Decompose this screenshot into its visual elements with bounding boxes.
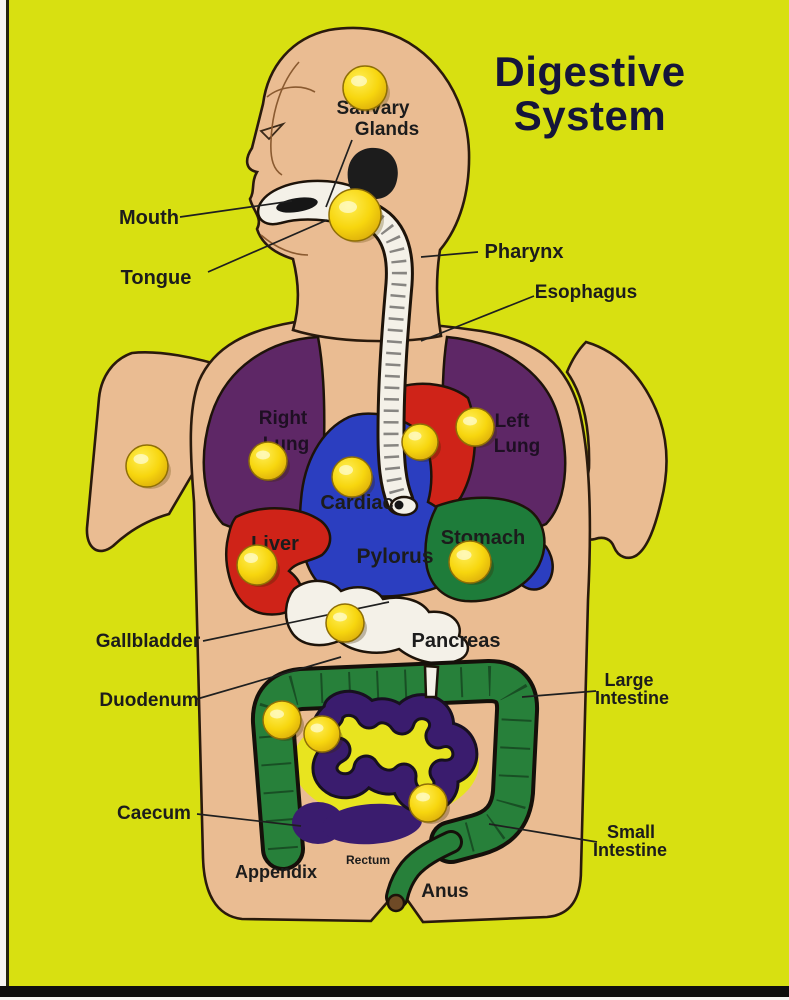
knob-cardiac[interactable] <box>331 456 375 499</box>
label-large-intestine-1: Large <box>604 670 653 690</box>
knob-salivary-glands[interactable] <box>342 65 390 112</box>
board-bottom-edge <box>0 986 789 997</box>
knob-right-lung[interactable] <box>248 441 290 482</box>
pancreatic-duct <box>423 664 440 699</box>
eyebrow-sketch <box>266 86 316 98</box>
leader-lines <box>179 139 598 843</box>
caecum-leader <box>196 813 302 827</box>
salivary-leader <box>325 139 353 208</box>
label-mouth: Mouth <box>119 207 179 229</box>
esophagus-leader <box>420 295 535 342</box>
anus-piece <box>386 893 406 913</box>
label-duodenum: Duodenum <box>99 690 198 711</box>
small-intestine-piece <box>312 692 476 812</box>
label-right-lung-1: Right <box>259 408 308 429</box>
knob-mouth[interactable] <box>328 188 384 243</box>
tongue-leader <box>207 219 328 273</box>
label-left-lung-2: Lung <box>494 436 540 457</box>
cardia-dot <box>394 500 404 510</box>
label-appendix: Appendix <box>235 862 317 882</box>
knob-heart[interactable] <box>401 423 441 462</box>
knob-liver[interactable] <box>236 544 280 587</box>
pancreas-duodenum-piece <box>284 579 470 665</box>
rectum-piece <box>388 833 460 906</box>
label-left-lung-1: Left <box>495 411 531 432</box>
label-small-intestine-1: Small <box>607 822 655 842</box>
small-intestine-leader <box>488 823 598 843</box>
label-small-intestine-2: Intestine <box>593 840 667 860</box>
label-rectum: Rectum <box>346 853 390 867</box>
knob-large-intestine[interactable] <box>262 700 304 741</box>
label-pharynx: Pharynx <box>485 241 564 263</box>
pharynx-leader <box>420 251 479 258</box>
label-large-intestine-2: Intestine <box>595 688 669 708</box>
large-intestine-leader <box>521 690 597 698</box>
label-caecum: Caecum <box>117 803 191 824</box>
page-title-line2: System <box>514 92 666 139</box>
face-profile-sketch <box>270 61 300 176</box>
jaw-sketch <box>260 234 309 256</box>
mouth-leader <box>179 200 293 218</box>
knob-stomach[interactable] <box>448 540 494 585</box>
knob-pancreas[interactable] <box>325 603 367 644</box>
knob-jejunum-area[interactable] <box>303 715 343 754</box>
small-intestine-lower-loop <box>322 803 422 845</box>
large-intestine-piece <box>255 663 536 867</box>
knob-left-arm[interactable] <box>125 444 171 489</box>
label-salivary-glands-2: Glands <box>355 119 419 140</box>
salivary-gland-piece <box>347 147 398 200</box>
right-arm-piece <box>565 340 668 560</box>
knob-small-intestine[interactable] <box>408 783 450 824</box>
label-anus: Anus <box>421 881 469 902</box>
label-gallbladder: Gallbladder <box>96 631 201 652</box>
knob-left-lung[interactable] <box>455 407 497 448</box>
label-pylorus: Pylorus <box>356 545 433 568</box>
label-tongue: Tongue <box>121 267 192 289</box>
page-title-line1: Digestive <box>494 48 685 95</box>
label-esophagus: Esophagus <box>535 282 637 303</box>
label-cardiac: Cardiac <box>320 492 393 514</box>
duodenum-leader <box>196 656 342 700</box>
label-pancreas: Pancreas <box>412 630 501 652</box>
